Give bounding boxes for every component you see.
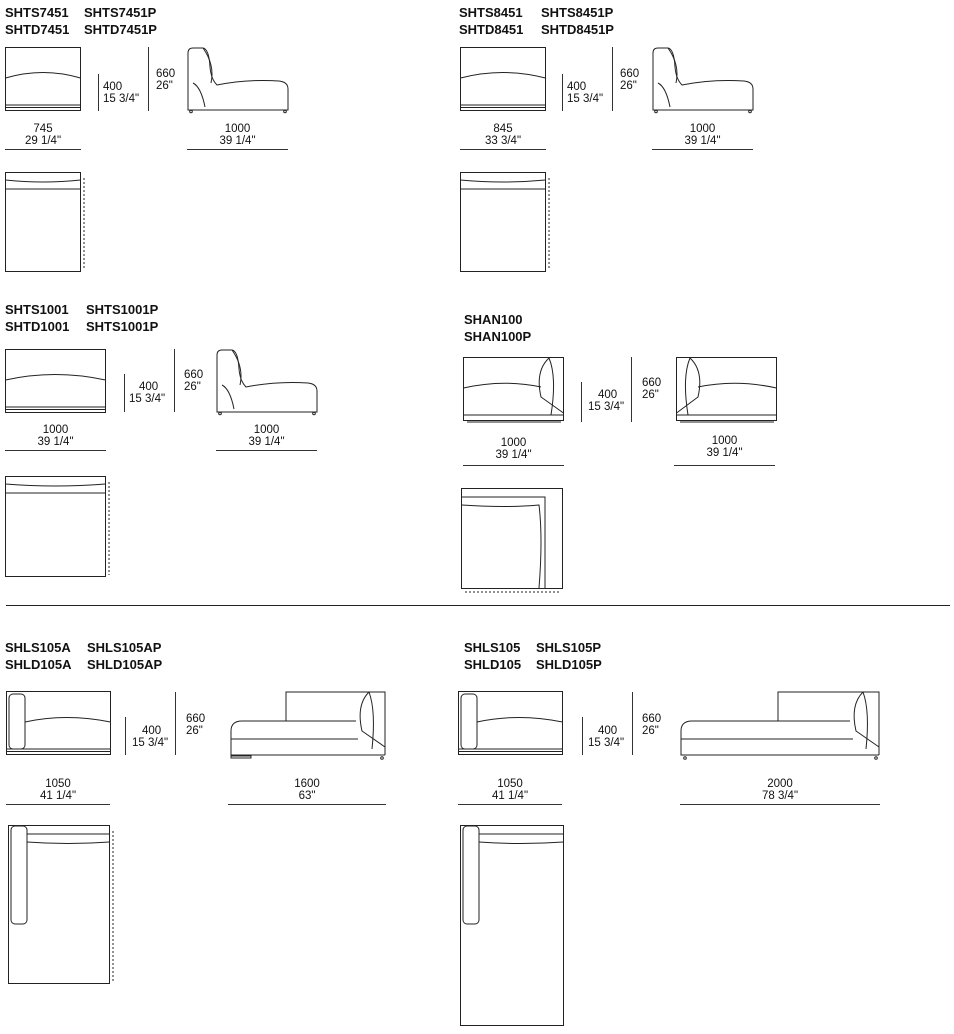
seat-height-in: 15 3/4" xyxy=(103,93,140,105)
product-code: SHLD105 xyxy=(464,657,522,672)
height-mm: 660 xyxy=(156,68,176,80)
depth-mm: 1000 xyxy=(253,424,280,436)
product-code: SHLS105A xyxy=(5,640,71,655)
depth-in: 39 1/4" xyxy=(219,135,256,147)
product-code-block: SHLS105 SHLS105P SHLD105 SHLD105P xyxy=(464,639,664,673)
product-code: SHAN100 xyxy=(464,312,523,327)
front-view-drawing xyxy=(463,357,565,423)
product-code: SHLD105P xyxy=(536,657,602,672)
product-code-block: SHTS8451 SHTS8451P SHTD8451 SHTD8451P xyxy=(459,4,659,38)
product-code: SHTD8451P xyxy=(541,22,614,37)
seat-height-in: 15 3/4" xyxy=(588,401,625,413)
seat-height-in: 15 3/4" xyxy=(588,737,625,749)
side-view-drawing xyxy=(216,349,318,415)
height-mm: 660 xyxy=(642,713,662,725)
section-divider xyxy=(6,605,950,606)
width-in: 29 1/4" xyxy=(24,135,62,147)
product-code: SHTD8451 xyxy=(459,22,524,37)
product-code: SHTS1001P xyxy=(86,319,159,334)
depth-in: 63" xyxy=(298,790,316,802)
width-in: 41 1/4" xyxy=(39,790,77,802)
seat-height-in: 15 3/4" xyxy=(132,737,169,749)
front-view-drawing xyxy=(5,349,106,413)
product-code: SHTS1001P xyxy=(86,302,159,317)
width-mm: 1000 xyxy=(500,437,527,449)
product-code: SHLD105A xyxy=(5,657,72,672)
product-code: SHTS8451 xyxy=(459,5,523,20)
seat-height-mm: 400 xyxy=(142,725,162,737)
product-code: SHTS7451P xyxy=(84,5,157,20)
product-code-block: SHTS7451 SHTS7451P SHTD7451 SHTD7451P xyxy=(5,4,205,38)
side-view-drawing xyxy=(676,357,778,423)
side-view-drawing xyxy=(678,691,882,761)
height-in: 26" xyxy=(642,725,659,737)
height-in: 26" xyxy=(184,381,201,393)
depth-mm: 2000 xyxy=(767,778,793,790)
width-in: 41 1/4" xyxy=(491,790,529,802)
depth-mm: 1000 xyxy=(711,435,738,447)
product-code: SHTS1001 xyxy=(5,302,69,317)
product-code: SHAN100P xyxy=(464,329,532,344)
depth-in: 78 3/4" xyxy=(761,790,799,802)
seat-height-mm: 400 xyxy=(598,389,618,401)
width-mm: 1050 xyxy=(497,778,523,790)
side-view-drawing xyxy=(652,47,754,113)
seat-height-mm: 400 xyxy=(103,81,123,93)
top-view-drawing xyxy=(461,488,565,594)
front-view-drawing xyxy=(6,691,112,755)
height-in: 26" xyxy=(642,389,659,401)
width-in: 33 3/4" xyxy=(484,135,522,147)
product-code: SHTS7451 xyxy=(5,5,69,20)
seat-height-in: 15 3/4" xyxy=(129,393,166,405)
height-mm: 660 xyxy=(642,377,662,389)
depth-mm: 1000 xyxy=(224,123,251,135)
seat-height-in: 15 3/4" xyxy=(567,93,604,105)
top-view-drawing xyxy=(460,172,550,272)
depth-mm: 1000 xyxy=(689,123,716,135)
top-view-drawing xyxy=(460,825,566,1027)
depth-mm: 1600 xyxy=(294,778,320,790)
width-mm: 1000 xyxy=(42,424,69,436)
height-in: 26" xyxy=(186,725,203,737)
front-view-drawing xyxy=(460,47,546,111)
height-in: 26" xyxy=(156,80,173,92)
depth-in: 39 1/4" xyxy=(248,436,285,448)
width-in: 39 1/4" xyxy=(495,449,532,461)
seat-height-mm: 400 xyxy=(567,81,587,93)
top-view-drawing xyxy=(5,476,110,577)
product-code: SHTS8451P xyxy=(541,5,614,20)
depth-in: 39 1/4" xyxy=(706,447,743,459)
product-code: SHLS105P xyxy=(536,640,602,655)
depth-in: 39 1/4" xyxy=(684,135,721,147)
seat-height-mm: 400 xyxy=(598,725,618,737)
side-view-drawing xyxy=(228,691,388,761)
product-code: SHTD7451P xyxy=(84,22,157,37)
width-mm: 745 xyxy=(33,123,53,135)
height-mm: 660 xyxy=(184,369,204,381)
height-mm: 660 xyxy=(186,713,206,725)
product-code-block: SHTS1001 SHTS1001P SHTD1001 SHTS1001P xyxy=(5,301,205,335)
product-code-block: SHLS105A SHLS105AP SHLD105A SHLD105AP xyxy=(5,639,205,673)
side-view-drawing xyxy=(187,47,289,113)
width-mm: 1050 xyxy=(45,778,71,790)
top-view-drawing xyxy=(8,825,114,985)
top-view-drawing xyxy=(5,172,85,272)
product-code: SHTD7451 xyxy=(5,22,70,37)
front-view-drawing xyxy=(458,691,564,755)
product-code: SHLS105 xyxy=(464,640,521,655)
height-in: 26" xyxy=(620,80,637,92)
width-mm: 845 xyxy=(493,123,513,135)
product-code: SHTD1001 xyxy=(5,319,70,334)
product-code: SHLS105AP xyxy=(87,640,162,655)
product-code: SHLD105AP xyxy=(87,657,163,672)
product-code-block: SHAN100 SHAN100P xyxy=(464,311,664,345)
front-view-drawing xyxy=(5,47,81,111)
seat-height-mm: 400 xyxy=(139,381,159,393)
height-mm: 660 xyxy=(620,68,640,80)
width-in: 39 1/4" xyxy=(37,436,74,448)
